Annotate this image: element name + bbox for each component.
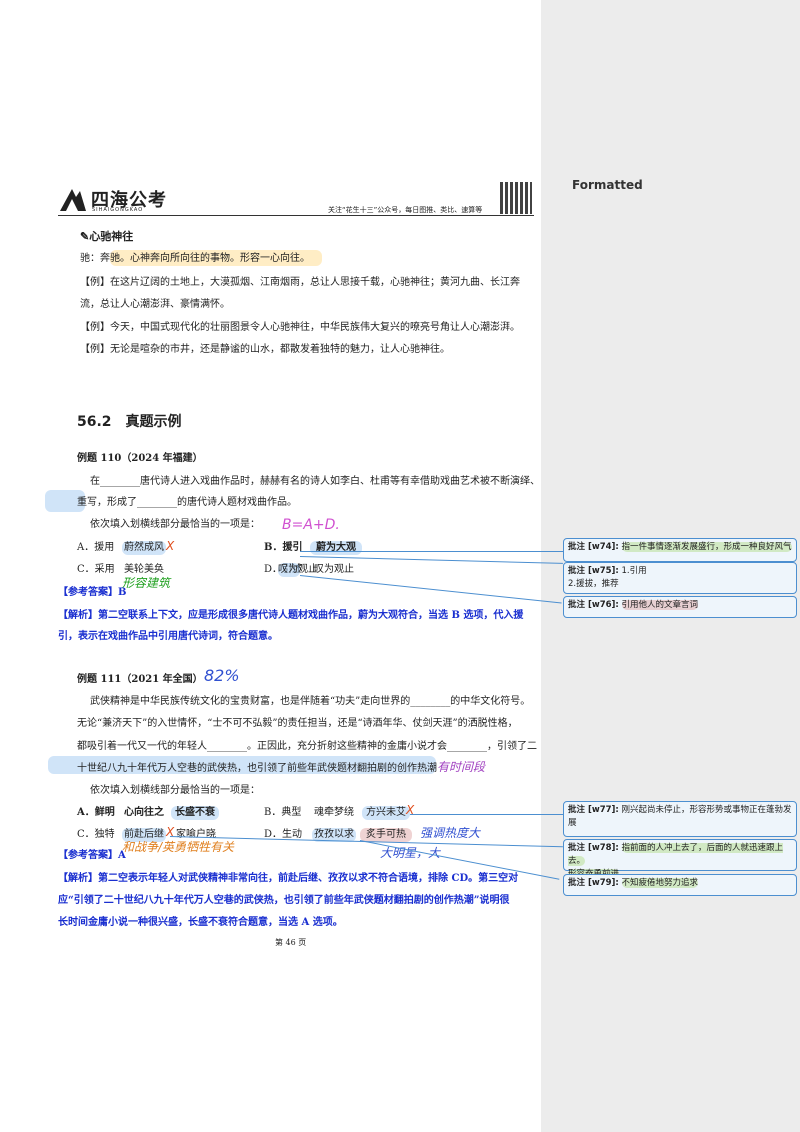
hand-note-war: 和战争/英勇牺牲有关 [122, 840, 235, 854]
idiom-definition: 驰：奔驰。心神奔向所向往的事物。形容一心向往。 [80, 253, 310, 264]
q111-analysis-2: 应“引领了二十世纪八九十年代万人空巷的武侠热，也引领了前些年武侠题材翻拍剧的创作… [58, 895, 510, 906]
q111-option-c-value-1: 前赴后继 [122, 828, 166, 842]
q111-option-b-label: B．典型 [264, 807, 302, 818]
q111-option-c-label: C．独特 [77, 829, 115, 840]
q110-analysis-2: 引，表示在戏曲作品中引用唐代诗词，符合题意。 [58, 631, 278, 642]
q110-stem-1: 在________唐代诗人进入戏曲作品时，赫赫有名的诗人如李白、杜甫等有幸借助戏… [90, 476, 540, 487]
q111-option-d-label: D．生动 [264, 829, 303, 840]
q111-stem-4: 十世纪八九十年代万人空巷的武侠热，也引领了前些年武侠题材翻拍剧的创作热潮 [77, 763, 437, 774]
section-title: 56.2 真题示例 [77, 414, 182, 430]
cross-mark: X [166, 539, 175, 553]
comment-tag: 批注 [w79]: [568, 878, 619, 888]
header-tagline: 关注“花生十三”公众号，每日图推、类比、速算等 [328, 206, 483, 214]
page-number: 第 46 页 [275, 938, 307, 947]
q111-stem-1: 武侠精神是中华民族传统文化的宝贵财富，也是伴随着“功夫”走向世界的_______… [90, 696, 531, 707]
q110-heading: 例题 110（2024 年福建） [77, 453, 203, 464]
comment-w75[interactable]: 批注 [w75]: 1.引用 2.援拔，推荐 [563, 562, 797, 594]
q111-option-d-value-2: 炙手可热 [360, 828, 412, 842]
definition-highlight [110, 250, 322, 266]
q111-option-b-value-1: 魂牵梦绕 [314, 807, 354, 818]
hand-note-heat: 强调热度大 [420, 826, 481, 840]
q111-answer: 【参考答案】A [58, 850, 126, 861]
idiom-example-1a: 【例】在这片辽阔的土地上，大漠孤烟、江南烟雨，总让人思接千载，心驰神往；黄河九曲… [80, 277, 520, 288]
q110-option-c-value: 美轮美奂 [124, 564, 164, 575]
logo-text: 四海公考 [91, 190, 167, 211]
hand-note-percent: 82% [204, 666, 240, 685]
comment-tag: 批注 [w76]: [568, 600, 619, 610]
q110-option-d-value: 叹为观止 [278, 563, 318, 577]
comment-w78[interactable]: 批注 [w78]: 指前面的人冲上去了，后面的人就迅速跟上去。 形容奋勇前进 [563, 839, 797, 879]
q111-prompt: 依次填入划横线部分最恰当的一项是： [90, 785, 260, 796]
q111-highlight [48, 756, 436, 774]
q110-option-a-label: A．援用 [77, 542, 115, 553]
q111-stem-2: 无论“兼济天下”的入世情怀，“士不可不弘毅”的责任担当，还是“诗酒年华、仗剑天涯… [77, 718, 518, 729]
hand-note-time: 有时间段 [437, 760, 486, 774]
comment-w79[interactable]: 批注 [w79]: 不知疲倦地努力追求 [563, 874, 797, 896]
q110-analysis-1: 【解析】第二空联系上下文，应是形成很多唐代诗人题材戏曲作品，蔚为大观符合，当选 … [58, 610, 524, 621]
hand-note-star: 大明星，大 [380, 846, 441, 860]
cross-mark-b: X [406, 803, 415, 817]
q110-highlight [45, 490, 85, 512]
q110-option-a-value: 蔚然成风 [122, 541, 166, 555]
q110-option-d-label: D．引述 [264, 564, 303, 575]
logo [58, 185, 88, 213]
q111-stem-3: 都吸引着一代又一代的年轻人________。正因此，充分折射这些精神的金庸小说才… [77, 741, 537, 752]
q110-option-b-value: 蔚为大观 [310, 541, 362, 555]
q111-option-a-label: A．鲜明 [77, 807, 115, 818]
comment-text: 不知疲倦地努力追求 [621, 878, 699, 888]
comment-text: 1.引用 [621, 566, 647, 576]
comment-w77[interactable]: 批注 [w77]: 刚兴起尚未停止，形容形势或事物正在蓬勃发 展 [563, 801, 797, 837]
logo-subtext: SIHAIGONGKAO [92, 207, 144, 213]
cross-mark-c: X [166, 825, 175, 839]
comment-tag: 批注 [w75]: [568, 566, 619, 576]
q111-option-a-value-1: 心向往之 [124, 807, 164, 818]
comment-tag: 批注 [w77]: [568, 805, 619, 815]
idiom-title: ✎心驰神往 [80, 230, 134, 243]
comment-w74[interactable]: 批注 [w74]: 指一件事情逐渐发展盛行，形成一种良好风气 [563, 538, 797, 562]
comment-text: 引用他人的文章言词 [621, 600, 699, 610]
q110-option-c-label: C．采用 [77, 564, 115, 575]
hand-note-b-equals: B=A+D. [282, 517, 340, 533]
qr-code [500, 182, 532, 214]
q111-option-d-value-1: 孜孜以求 [312, 828, 356, 842]
q110-option-d-value-2: 叹为观止 [314, 564, 354, 575]
q111-analysis-1: 【解析】第二空表示年轻人对武侠精神非常向往，前赴后继、孜孜以求不符合语境，排除 … [58, 873, 519, 884]
document-page [0, 0, 541, 1132]
idiom-example-3: 【例】无论是喧杂的市井，还是静谧的山水，都散发着独特的魅力，让人心驰神往。 [80, 344, 450, 355]
comment-text-2: 展 [568, 818, 577, 828]
comment-text: 指一件事情逐渐发展盛行，形成一种良好风气 [621, 542, 792, 552]
q110-stem-2: 重写，形成了________的唐代诗人题材戏曲作品。 [77, 497, 297, 508]
q111-option-b-value-2: 方兴未艾 [362, 806, 410, 820]
q111-analysis-3: 长时间金庸小说一种很兴盛，长盛不衰符合题意，当选 A 选项。 [58, 917, 343, 928]
comment-text-2: 2.援拔，推荐 [568, 579, 619, 589]
q111-heading: 例题 111（2021 年全国） [77, 674, 203, 685]
q110-answer: 【参考答案】B [58, 587, 127, 598]
comment-text: 刚兴起尚未停止，形容形势或事物正在蓬勃发 [621, 805, 792, 815]
comment-tag: 批注 [w74]: [568, 542, 619, 552]
q111-option-a-value-2: 长盛不衰 [171, 806, 219, 820]
q110-prompt: 依次填入划横线部分最恰当的一项是： [90, 519, 260, 530]
hand-note-architecture: 形容建筑 [122, 576, 171, 590]
q111-option-c-value-2: 家喻户晓 [176, 829, 216, 840]
header-rule [58, 215, 534, 216]
idiom-example-1b: 流，总让人心潮澎湃、豪情满怀。 [80, 299, 230, 310]
idiom-example-2: 【例】今天，中国式现代化的壮丽图景令人心驰神往，中华民族伟大复兴的嘹亮号角让人心… [80, 322, 520, 333]
comment-tag: 批注 [w78]: [568, 843, 619, 853]
mountain-icon [60, 189, 86, 211]
formatted-label: Formatted [572, 178, 643, 192]
comment-w76[interactable]: 批注 [w76]: 引用他人的文章言词 [563, 596, 797, 618]
comment-line-77 [410, 814, 563, 815]
q110-option-b-label: B．援引 [264, 542, 303, 553]
comment-line-74 [300, 551, 563, 552]
